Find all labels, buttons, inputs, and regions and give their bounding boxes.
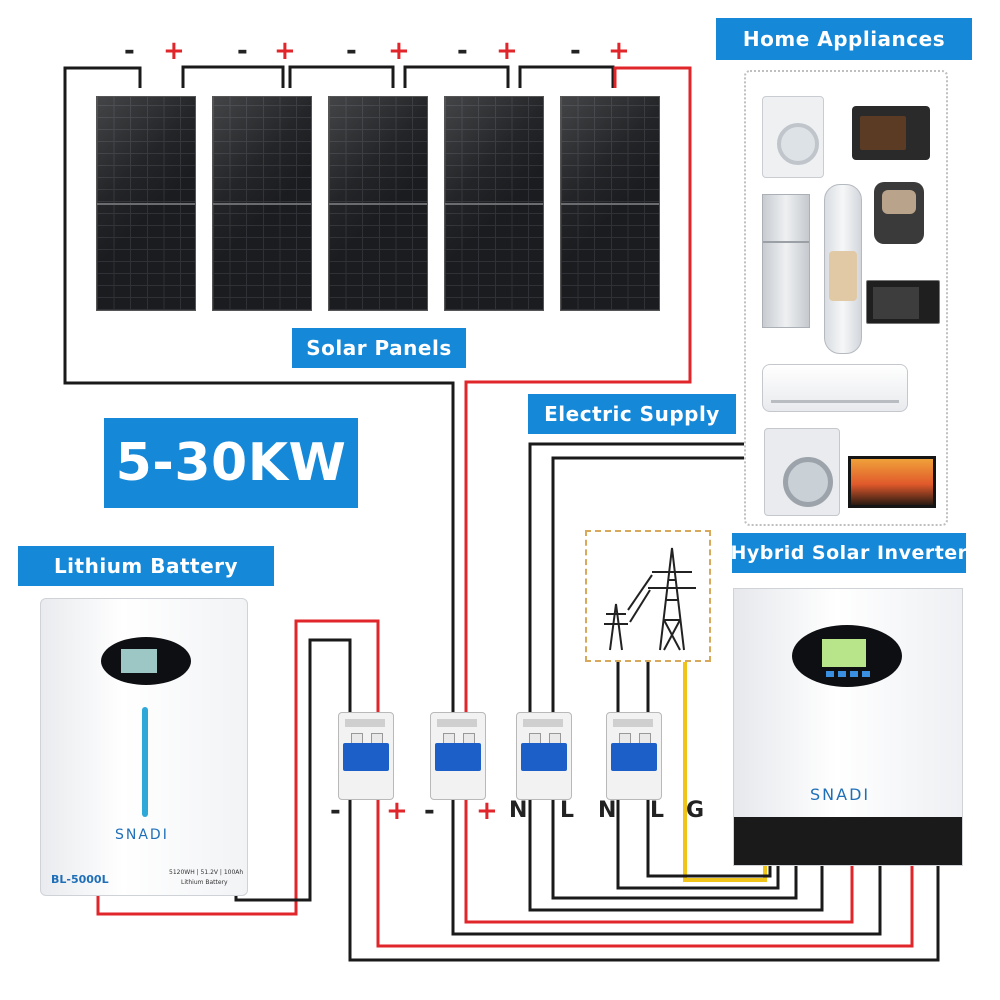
inverter-terminal-base [734,817,962,865]
battery-type: Lithium Battery [181,879,228,886]
terminal-grid-n: N [598,798,617,823]
power-range-label: 5-30KW [104,418,358,508]
battery-indicator-bar [142,707,148,817]
home-appliances-group [744,70,948,526]
lithium-battery-unit: SNADI BL-5000L 5120WH | 51.2V | 100Ah Li… [40,598,248,896]
hybrid-inverter-label: Hybrid Solar Inverter [730,533,967,573]
electric-supply-label: Electric Supply [528,394,736,434]
front-load-washer-icon [764,428,840,516]
panel-2-minus: - [237,36,248,66]
panel-3-plus: + [388,36,410,66]
terminal-ground: G [686,798,705,823]
panel-3-minus: - [346,36,357,66]
split-air-conditioner-icon [762,364,908,412]
breaker-grid[interactable] [606,712,662,800]
solar-panel-3 [328,96,428,311]
utility-grid-group [585,530,711,662]
terminal-grid-l: L [650,798,665,823]
microwave-icon [866,280,940,324]
terminal-solar-minus: - [424,796,435,826]
rice-cooker-icon [874,182,924,244]
terminal-solar-plus: + [476,796,498,826]
breaker-solar[interactable] [430,712,486,800]
terminal-battery-minus: - [330,796,341,826]
panel-4-minus: - [457,36,468,66]
terminal-battery-plus: + [386,796,408,826]
panel-5-minus: - [570,36,581,66]
panel-4-plus: + [496,36,518,66]
battery-model: BL-5000L [51,873,109,886]
terminal-appliance-n: N [509,798,528,823]
washing-machine-icon [762,96,824,178]
oven-icon [852,106,930,160]
solar-panel-5 [560,96,660,311]
lithium-battery-label: Lithium Battery [18,546,274,586]
solar-panel-4 [444,96,544,311]
panel-2-plus: + [274,36,296,66]
panel-1-plus: + [163,36,185,66]
battery-brand: SNADI [115,827,169,843]
breaker-appliances[interactable] [516,712,572,800]
breaker-battery[interactable] [338,712,394,800]
battery-display [101,637,191,685]
refrigerator-icon [762,194,810,328]
hybrid-inverter-unit: SNADI [733,588,963,866]
battery-spec: 5120WH | 51.2V | 100Ah [169,869,244,876]
air-conditioner-tower-icon [824,184,862,354]
panel-1-minus: - [124,36,135,66]
solar-panels-label: Solar Panels [292,328,466,368]
panel-5-plus: + [608,36,630,66]
inverter-display [792,625,902,687]
solar-panel-2 [212,96,312,311]
inverter-brand: SNADI [810,785,871,804]
terminal-appliance-l: L [560,798,575,823]
television-icon [848,456,936,508]
solar-panel-1 [96,96,196,311]
home-appliances-label: Home Appliances [716,18,972,60]
power-tower-icon [604,547,696,651]
